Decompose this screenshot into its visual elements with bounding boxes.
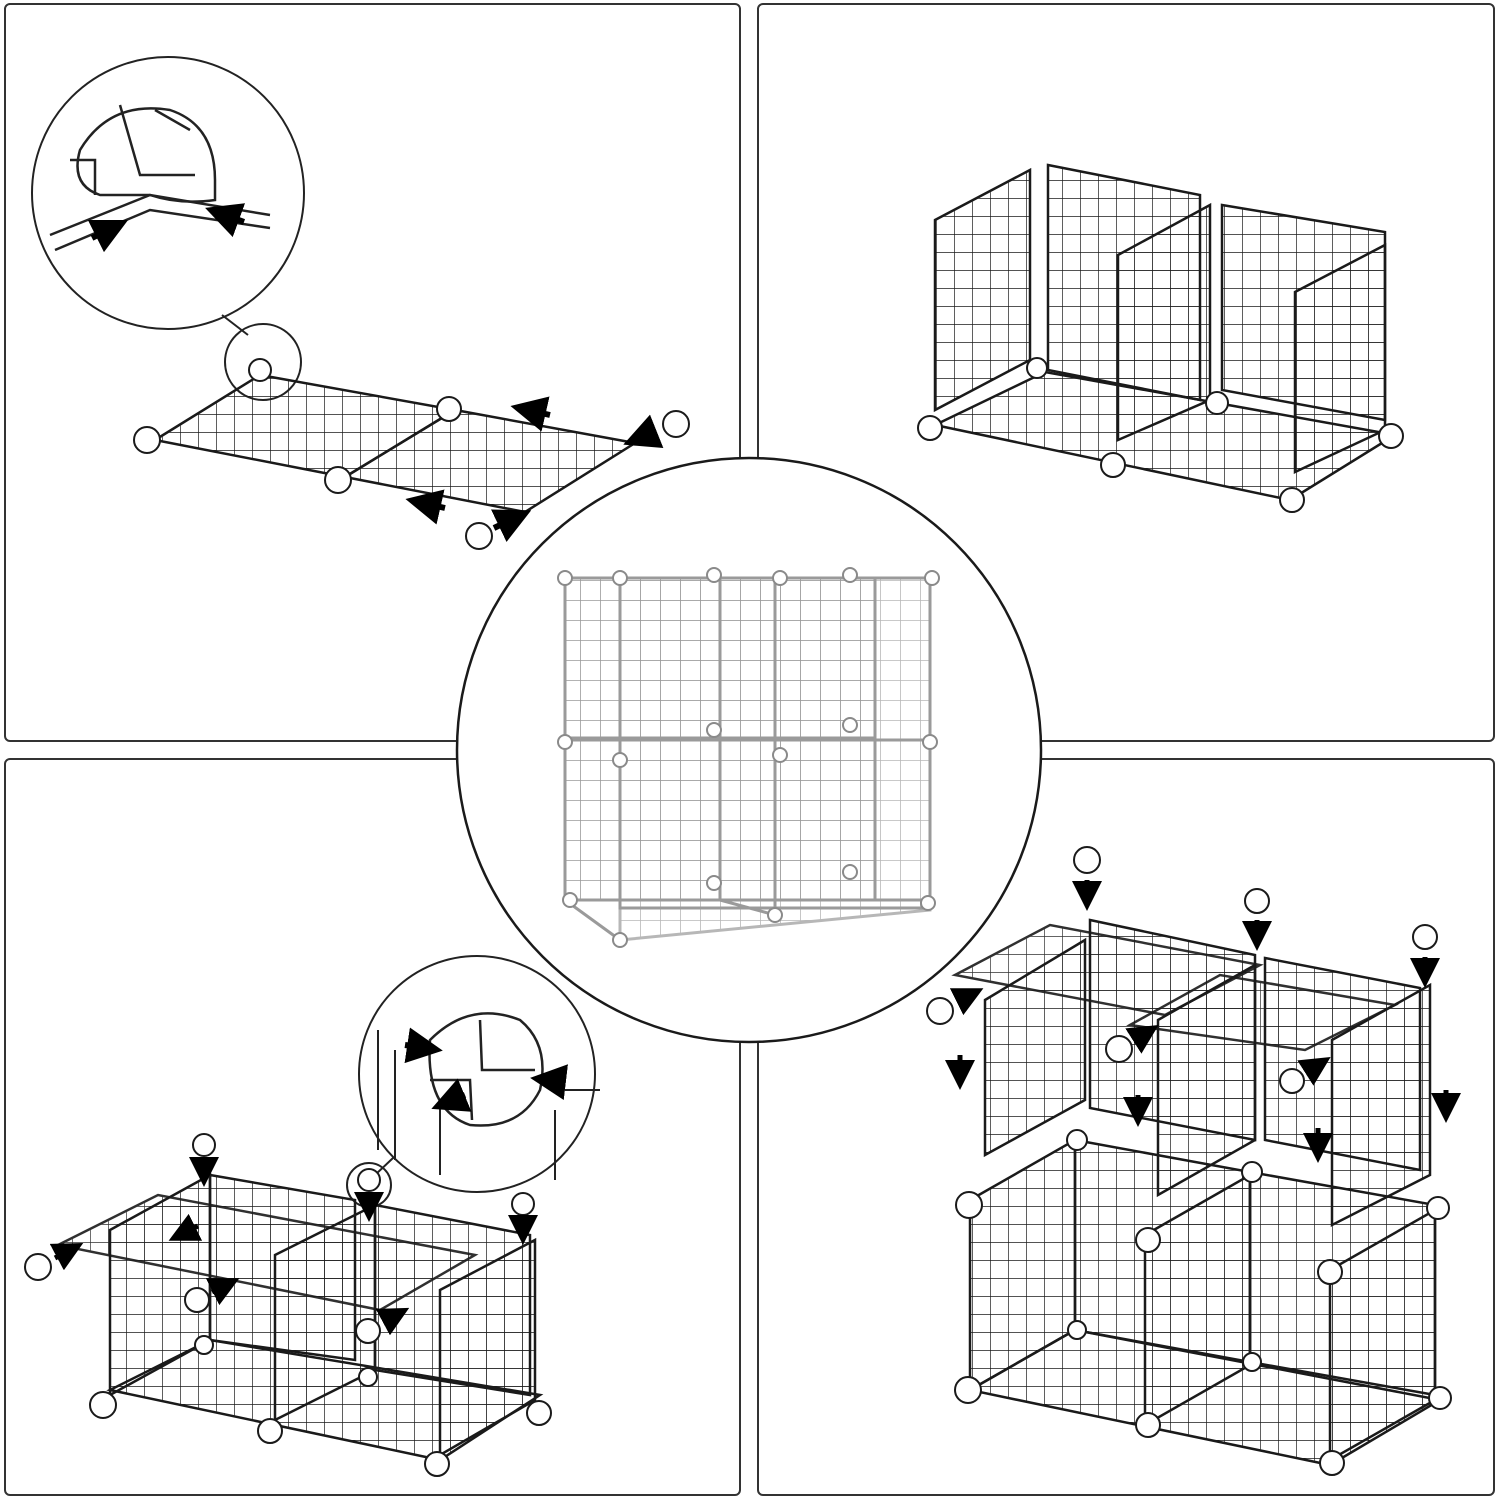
side-panel-1 [933,167,1032,413]
step2-group [917,163,1404,513]
step3-group [24,955,600,1477]
step1-group [31,56,690,550]
arrow-left [405,489,446,525]
connectors-step3 [24,1133,552,1477]
connectors-step1 [133,358,690,550]
arrow-left [510,396,551,432]
center-group [455,456,1043,1044]
arrow-diag [623,414,664,449]
connector-closeup-2 [428,1012,544,1127]
arrow-diag [491,509,532,542]
step4-group [926,846,1461,1476]
connector-closeup [70,104,217,203]
connectors-step2 [917,357,1404,513]
top-grid-panel [54,1193,479,1312]
